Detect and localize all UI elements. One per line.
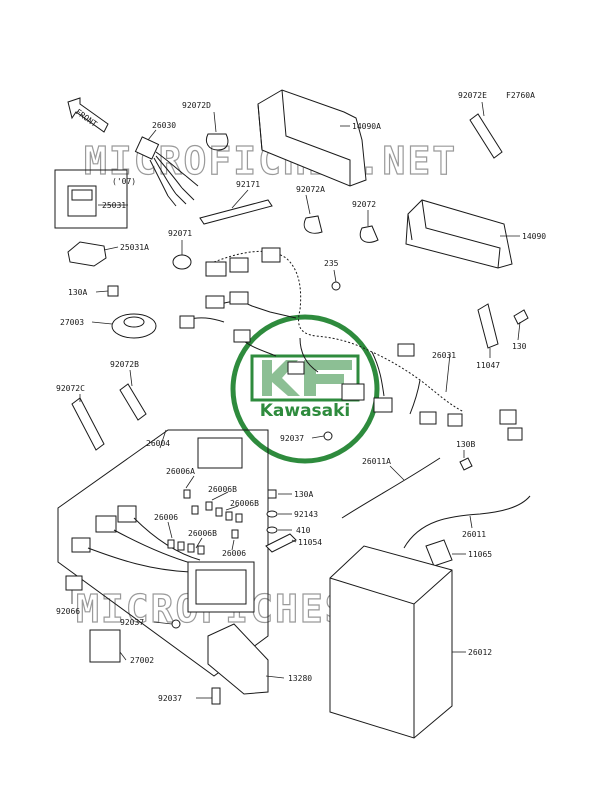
label-92072: 92072: [352, 200, 376, 209]
part-13280: [207, 623, 269, 695]
label-235: 235: [324, 259, 339, 268]
label-26031: 26031: [432, 351, 456, 360]
label-26006-1: 26006: [154, 513, 178, 522]
part-92143: [266, 510, 278, 518]
label-11054: 11054: [298, 538, 322, 547]
label-26006B-3: 26006B: [188, 529, 217, 538]
label-130A-mid: 130A: [294, 490, 313, 499]
part-92037-low: [171, 619, 181, 629]
part-130B: [459, 457, 473, 471]
label-130A-top: 130A: [68, 288, 87, 297]
part-92072: [359, 225, 379, 243]
part-92072D: [205, 133, 229, 151]
label-26006B-1: 26006B: [208, 485, 237, 494]
part-235: [331, 281, 341, 291]
part-14090: [405, 199, 513, 269]
label-92037-bot: 92037: [158, 694, 182, 703]
label-92171: 92171: [236, 180, 260, 189]
logo-text: Kawasaki: [260, 401, 351, 421]
label-26011: 26011: [462, 530, 486, 539]
label-92072E: 92072E: [458, 91, 487, 100]
part-11054: [265, 533, 297, 553]
part-26012-battery: [329, 545, 453, 739]
label-25031: 25031: [102, 201, 126, 210]
diagram-code: F2760A: [506, 91, 535, 100]
part-labels: 92072D 26030 14090A 92072E ('07) 25031 9…: [56, 91, 546, 703]
label-92066: 92066: [56, 607, 80, 616]
label-11047: 11047: [476, 361, 500, 370]
part-27002: [89, 629, 121, 663]
part-11047: [477, 303, 499, 349]
label-26006B-2: 26006B: [230, 499, 259, 508]
part-11065: [425, 539, 453, 567]
label-130-right: 130: [512, 342, 527, 351]
leader-lines: [71, 101, 521, 699]
label-14090A: 14090A: [352, 122, 381, 131]
part-92171: [199, 199, 273, 225]
label-92072D: 92072D: [182, 101, 211, 110]
part-26004-outline: [57, 429, 269, 677]
fuse-group: [167, 489, 243, 555]
label-92072A: 92072A: [296, 185, 325, 194]
label-26004: 26004: [146, 439, 170, 448]
part-92066: [65, 575, 83, 591]
part-92071: [172, 254, 192, 270]
label-25031A: 25031A: [120, 243, 149, 252]
label-92037-mid: 92037: [280, 434, 304, 443]
label-26011A: 26011A: [362, 457, 391, 466]
part-27003-horn: [111, 313, 157, 339]
label-92037-low: 92037: [120, 618, 144, 627]
label-26030: 26030: [152, 121, 176, 130]
label-92072C: 92072C: [56, 384, 85, 393]
part-410: [266, 526, 278, 534]
kawasaki-logo: Kawasaki: [230, 314, 380, 464]
part-26031-harness: [179, 247, 523, 441]
part-25031A: [67, 241, 107, 267]
part-92037-bot: [211, 687, 221, 705]
label-14090: 14090: [522, 232, 546, 241]
label-130B: 130B: [456, 440, 475, 449]
part-92072E: [469, 113, 503, 159]
label-410: 410: [296, 526, 311, 535]
part-92072B: [119, 383, 147, 421]
part-26004-harness: [71, 437, 255, 613]
label-92143: 92143: [294, 510, 318, 519]
part-92072C: [71, 397, 105, 451]
part-130A-top: [107, 285, 119, 297]
label-27003: 27003: [60, 318, 84, 327]
label-92072B: 92072B: [110, 360, 139, 369]
label-13280: 13280: [288, 674, 312, 683]
part-130A-mid: [267, 489, 277, 499]
part-130-right: [513, 309, 529, 325]
label-26012: 26012: [468, 648, 492, 657]
part-26030: [134, 136, 199, 207]
year-note: ('07): [112, 177, 136, 186]
label-26006-2: 26006: [222, 549, 246, 558]
part-25031: [54, 169, 128, 229]
part-26011A: [341, 457, 441, 519]
label-11065: 11065: [468, 550, 492, 559]
front-arrow: FRONT: [67, 97, 109, 133]
label-26006A: 26006A: [166, 467, 195, 476]
part-14090A: [257, 89, 367, 187]
part-92072A: [303, 215, 323, 234]
part-92037-mid: [323, 431, 333, 441]
part-26011: [403, 495, 531, 549]
label-92071: 92071: [168, 229, 192, 238]
label-27002: 27002: [130, 656, 154, 665]
